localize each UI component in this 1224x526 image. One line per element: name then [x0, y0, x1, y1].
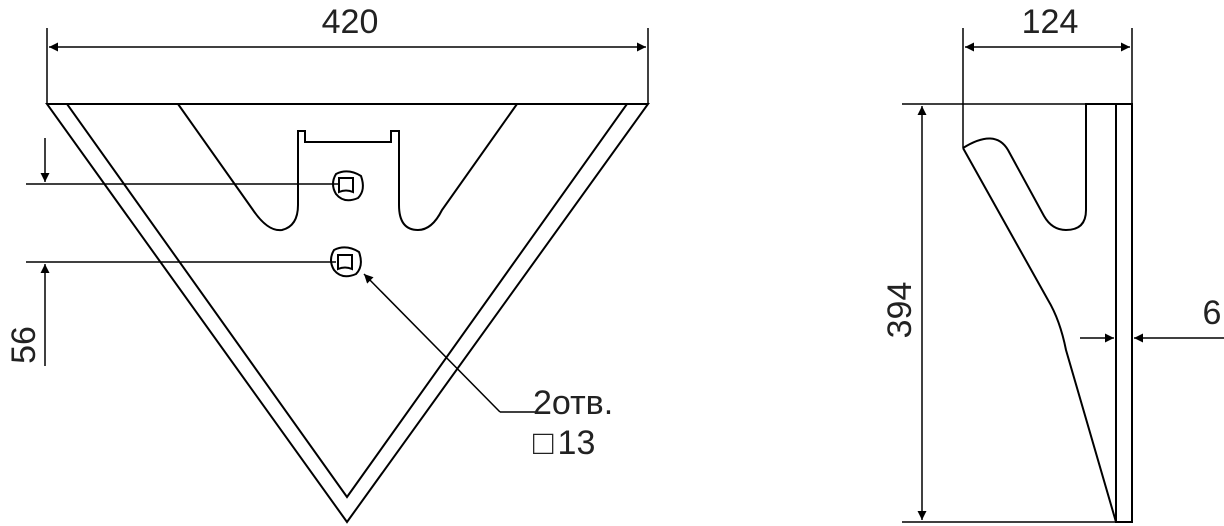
square-symbol: □ [533, 424, 554, 462]
hole-size-note: □13 [533, 424, 595, 462]
mounting-hole-1 [332, 170, 364, 202]
front-view [45, 103, 650, 524]
front-width-dimension [46, 28, 649, 104]
hole-count-note: 2отв. [533, 384, 613, 422]
side-width-label: 124 [1022, 3, 1079, 41]
hole-callout-leader [363, 273, 535, 413]
side-upper-profile [962, 103, 1116, 232]
side-width-dimension [962, 28, 1133, 148]
side-height-label: 394 [881, 282, 919, 339]
mounting-hole-2 [330, 246, 362, 278]
front-width-label: 420 [322, 3, 379, 41]
thickness-label: 6 [1203, 294, 1222, 332]
hole-size-value: 13 [558, 424, 596, 462]
side-view [962, 103, 1133, 523]
center-plate-outline [177, 103, 518, 232]
hole-spacing-dimension [26, 138, 338, 366]
hole-spacing-label: 56 [5, 326, 43, 364]
side-lower-profile [962, 147, 1117, 523]
side-height-dimension [902, 103, 1116, 523]
side-backing-plate [1115, 103, 1133, 523]
blade-bevel [65, 103, 629, 499]
